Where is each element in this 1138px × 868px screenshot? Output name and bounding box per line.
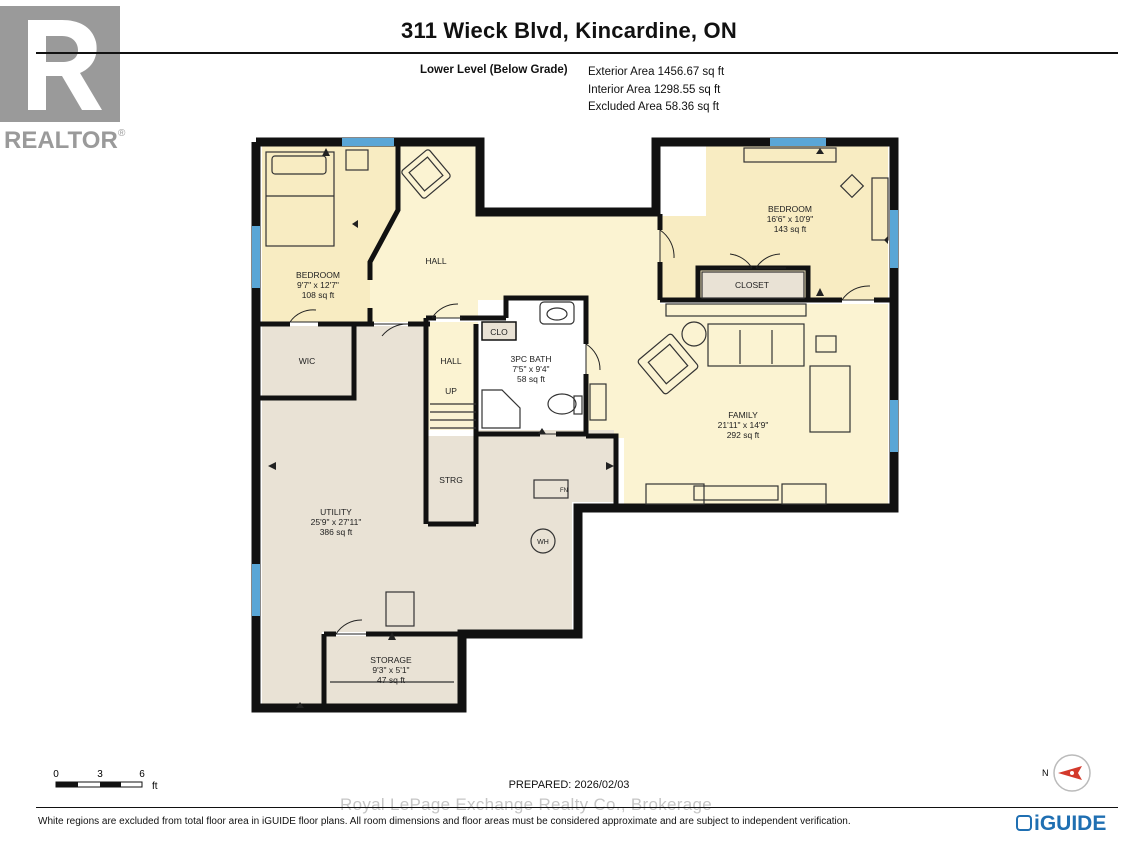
living-floor [370, 146, 888, 504]
utility-dims: 25'9" x 27'11" [311, 517, 362, 527]
level-label: Lower Level (Below Grade) [420, 64, 568, 76]
compass-north-label: N [1042, 768, 1049, 778]
scale-bar: 0 3 6 ft [48, 766, 168, 796]
bed-left [265, 151, 335, 247]
footer-divider [36, 807, 1118, 808]
bedroom-left-name: BEDROOM [296, 270, 340, 280]
loveseat [809, 365, 851, 433]
interior-walls [260, 146, 894, 708]
shower [481, 389, 521, 429]
exterior-walls [251, 137, 899, 713]
iguide-logo-text: iGUIDE [1034, 812, 1107, 835]
brokerage-watermark: Royal LePage Exchange Realty Co., Broker… [340, 795, 712, 814]
clo-name: CLO [490, 327, 508, 337]
bedroom-right-area: 143 sq ft [774, 224, 807, 234]
svg-text:®: ® [118, 128, 126, 139]
up-label: UP [445, 386, 457, 396]
storage-dims: 9'3" x 5'1" [372, 665, 409, 675]
wh-label: WH [537, 539, 549, 546]
iguide-logo: iGUIDE [1016, 812, 1106, 836]
compass: N [1034, 752, 1094, 792]
door-swings [289, 229, 874, 635]
windows [252, 138, 898, 616]
storage-name: STORAGE [370, 655, 412, 665]
page-title: 311 Wieck Blvd, Kincardine, ON [401, 18, 737, 43]
bedroom-left-area: 108 sq ft [302, 290, 335, 300]
wic-name: WIC [299, 356, 316, 366]
small-hall-floor [428, 322, 478, 430]
hall-small-name: HALL [440, 356, 462, 366]
scale-unit: ft [152, 781, 158, 792]
bedroom-right-dims: 16'6" x 10'9" [767, 214, 814, 224]
storage-area: 47 sq ft [377, 675, 406, 685]
furniture [265, 147, 889, 683]
room-labels: BEDROOM 9'7" x 12'7" 108 sq ft HALL BEDR… [296, 204, 813, 685]
bedroom-left-floor [262, 146, 398, 322]
bath-name: 3PC BATH [511, 354, 552, 364]
closet-box [701, 271, 805, 299]
family-dims: 21'11" x 14'9" [718, 420, 769, 430]
utility-area: 386 sq ft [320, 527, 353, 537]
excluded-area: Excluded Area 58.36 sq ft [588, 101, 720, 113]
utility-name: UTILITY [320, 507, 352, 517]
bedroom-right-name: BEDROOM [768, 204, 812, 214]
strg-name: STRG [439, 475, 463, 485]
disclaimer-text: White regions are excluded from total fl… [38, 816, 851, 827]
iguide-icon [1016, 815, 1032, 831]
toilet [547, 393, 577, 415]
interior-area: Interior Area 1298.55 sq ft [588, 83, 721, 96]
family-area: 292 sq ft [727, 430, 760, 440]
realtor-logo-text: REALTOR [4, 127, 118, 154]
prepared-date: PREPARED: 2026/02/03 [508, 779, 630, 791]
scale-tick-3: 3 [97, 769, 103, 780]
bedroom-left-dims: 9'7" x 12'7" [297, 280, 339, 290]
room-fills [262, 146, 888, 706]
sofa [707, 323, 805, 367]
closet-name: CLOSET [735, 280, 769, 290]
scale-tick-0: 0 [53, 769, 59, 780]
wic-floor [262, 326, 352, 396]
fn-label: FN [560, 488, 568, 494]
bedroom-right-floor [660, 146, 888, 300]
strg-floor [430, 436, 474, 524]
family-name: FAMILY [728, 410, 758, 420]
bath-dims: 7'5" x 9'4" [512, 364, 549, 374]
area-summary: Exterior Area 1456.67 sq ft Interior Are… [588, 64, 724, 117]
stairs [430, 403, 476, 429]
arrows [268, 148, 888, 708]
realtor-logo: REALTOR ® [0, 0, 135, 160]
scale-tick-6: 6 [139, 769, 145, 780]
hall-top-name: HALL [425, 256, 447, 266]
storage-floor [326, 636, 460, 706]
header-divider [36, 52, 1118, 54]
exterior-area: Exterior Area 1456.67 sq ft [588, 66, 725, 78]
bath-area: 58 sq ft [517, 374, 546, 384]
